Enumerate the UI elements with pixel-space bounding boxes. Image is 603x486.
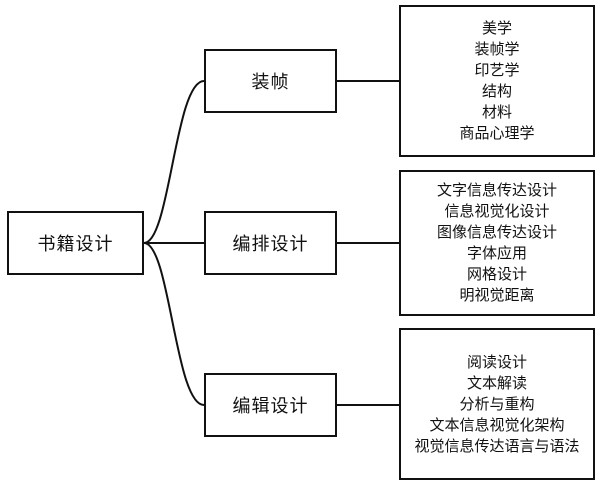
leaf-item: 装帧学: [474, 40, 520, 58]
leaf-item: 结构: [481, 82, 512, 100]
root-label: 书籍设计: [37, 234, 114, 255]
connector-root-to-editing: [143, 242, 205, 406]
branch-node-editing: 编辑设计: [204, 373, 337, 437]
leaf-list-editing: 阅读设计 文本解读 分析与重构 文本信息视觉化架构 视觉信息传达语言与语法: [399, 328, 595, 480]
branch-label: 装帧: [251, 72, 290, 93]
connector-root-to-binding: [143, 80, 205, 244]
branch-label: 编排设计: [232, 234, 309, 255]
leaf-item: 文字信息传达设计: [436, 181, 557, 199]
leaf-item: 视觉信息传达语言与语法: [414, 436, 580, 455]
leaf-item: 分析与重构: [459, 394, 535, 413]
leaf-item: 文本信息视觉化架构: [429, 415, 565, 434]
leaf-item: 明视觉距离: [459, 286, 535, 304]
leaf-item: 图像信息传达设计: [436, 223, 557, 241]
leaf-item: 材料: [481, 103, 512, 121]
leaf-item: 商品心理学: [459, 124, 535, 142]
leaf-item: 网格设计: [466, 265, 527, 283]
branch-node-layout: 编排设计: [204, 211, 337, 275]
leaf-item: 阅读设计: [466, 352, 527, 371]
leaf-item: 字体应用: [466, 244, 527, 262]
branch-label: 编辑设计: [232, 396, 309, 417]
leaf-item: 印艺学: [474, 61, 520, 79]
leaf-item: 信息视觉化设计: [444, 202, 550, 220]
root-node: 书籍设计: [7, 211, 144, 275]
leaf-item: 文本解读: [466, 373, 527, 392]
leaf-list-layout: 文字信息传达设计 信息视觉化设计 图像信息传达设计 字体应用 网格设计 明视觉距…: [399, 170, 595, 316]
leaf-item: 美学: [481, 19, 512, 37]
leaf-list-binding: 美学 装帧学 印艺学 结构 材料 商品心理学: [399, 5, 595, 157]
branch-node-binding: 装帧: [204, 49, 337, 113]
